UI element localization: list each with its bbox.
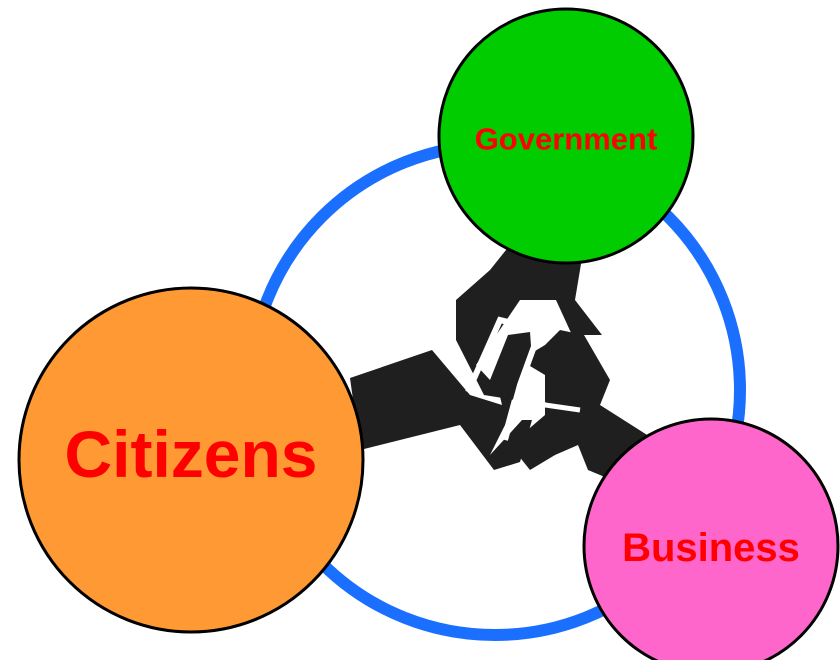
arm-government (456, 245, 602, 400)
interlocking-arms-icon (350, 245, 655, 480)
citizens-circle (17, 286, 365, 634)
government-node: Government (437, 7, 695, 265)
business-node: Business (582, 417, 840, 660)
business-circle (582, 417, 840, 660)
government-label: Government (475, 122, 658, 157)
arm-citizens (350, 350, 532, 470)
business-label: Business (622, 526, 800, 570)
citizens-node: Citizens (17, 286, 365, 634)
arm-business (510, 330, 655, 480)
citizens-label: Citizens (64, 417, 317, 491)
government-circle (437, 7, 695, 265)
